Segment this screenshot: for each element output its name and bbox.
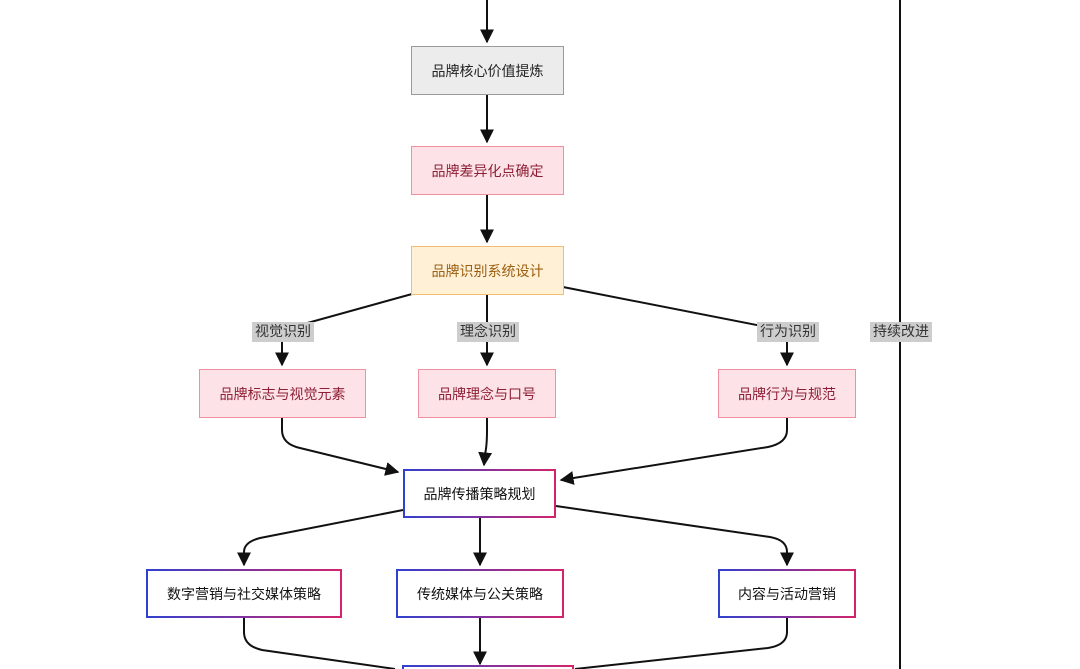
node-behavior-norms[interactable]: 品牌行为与规范	[718, 369, 856, 418]
node-identity-system-label: 品牌识别系统设计	[431, 263, 544, 280]
node-traditional-pr-label: 传统媒体与公关策略	[417, 586, 543, 603]
node-identity-system[interactable]: 品牌识别系统设计	[411, 246, 564, 295]
edge-identity-to-behavior	[562, 286, 794, 367]
node-visual-elements[interactable]: 品牌标志与视觉元素	[199, 369, 366, 418]
node-content-event[interactable]: 内容与活动营销	[718, 569, 856, 618]
node-differentiation-label: 品牌差异化点确定	[431, 163, 544, 180]
node-visual-elements-label: 品牌标志与视觉元素	[219, 386, 346, 403]
node-communication-strategy-label: 品牌传播策略规划	[423, 486, 536, 503]
node-differentiation[interactable]: 品牌差异化点确定	[411, 146, 564, 195]
edge-label-continuous: 持续改进	[870, 322, 932, 342]
node-digital-social[interactable]: 数字营销与社交媒体策略	[146, 569, 342, 618]
node-core-value[interactable]: 品牌核心价值提炼	[411, 46, 564, 95]
edge-digital-to-next	[243, 618, 396, 669]
edge-label-philosophy: 理念识别	[457, 322, 519, 342]
node-traditional-pr[interactable]: 传统媒体与公关策略	[396, 569, 564, 618]
edge-behavior-to-communication	[559, 418, 788, 485]
node-behavior-norms-label: 品牌行为与规范	[738, 386, 836, 403]
edge-communication-to-digital	[237, 509, 404, 567]
node-philosophy-slogan-label: 品牌理念与口号	[438, 386, 536, 403]
node-digital-social-label: 数字营销与社交媒体策略	[167, 586, 321, 603]
edge-communication-to-content	[555, 505, 794, 567]
edge-visual-to-communication	[281, 418, 400, 476]
node-communication-strategy[interactable]: 品牌传播策略规划	[403, 469, 556, 518]
node-philosophy-slogan[interactable]: 品牌理念与口号	[418, 369, 556, 418]
edge-content-to-next	[574, 618, 788, 669]
node-content-event-label: 内容与活动营销	[738, 586, 836, 603]
node-core-value-label: 品牌核心价值提炼	[431, 63, 544, 80]
edge-philosophy-to-communication	[478, 418, 493, 467]
next-node-partial	[402, 665, 574, 669]
edge-label-visual: 视觉识别	[252, 322, 314, 342]
edge-label-behavior: 行为识别	[757, 322, 819, 342]
